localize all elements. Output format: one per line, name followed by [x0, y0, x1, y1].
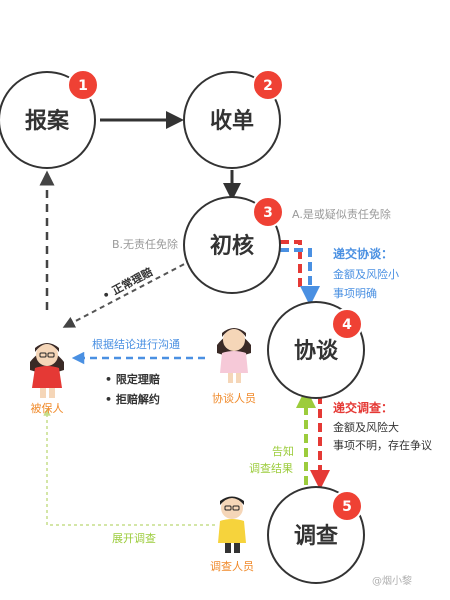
submit-investigation-line-1: 金额及风险大 [333, 420, 399, 434]
submit-negotiation-line-2: 事项明确 [333, 287, 377, 300]
node-receive: 收单 [183, 71, 281, 169]
svg-text:1: 1 [78, 78, 88, 94]
branch-a-label: A.是或疑似责任免除 [292, 207, 391, 221]
svg-text:4: 4 [342, 317, 352, 333]
node-receive-label: 收单 [210, 108, 254, 134]
svg-text:2: 2 [263, 78, 273, 94]
negotiator-person-icon [217, 328, 251, 383]
normal-claim-label: • 正常理赔 [100, 265, 155, 303]
investigator-person-icon [218, 496, 246, 553]
path-check-to-negotiation-blue [280, 248, 320, 306]
submit-investigation-line-2: 事项不明，存在争议 [333, 438, 432, 452]
inform-label-2: 调查结果 [249, 461, 293, 475]
negotiator-label: 协谈人员 [212, 391, 256, 405]
step-badge-1: 1 [67, 69, 99, 101]
node-negotiation-label: 协谈 [294, 339, 339, 364]
outcome-reject-claim: • 拒赔解约 [105, 392, 160, 406]
submit-negotiation-title: 递交协谈： [333, 246, 393, 261]
node-investigation-label: 调查 [294, 524, 338, 549]
node-report: 报案 [0, 71, 96, 169]
svg-text:3: 3 [263, 205, 273, 221]
insured-person-icon [30, 343, 64, 398]
node-check-label: 初核 [210, 233, 254, 259]
svg-text:5: 5 [342, 499, 352, 515]
start-investigation-label: 展开调查 [112, 531, 156, 545]
node-report-label: 报案 [25, 108, 70, 134]
submit-investigation-title: 递交调查： [333, 400, 393, 415]
insured-label: 被保人 [31, 401, 64, 415]
watermark-text: @烟小黎 [372, 574, 412, 587]
path-start-investigation [43, 408, 215, 526]
communicate-label: 根据结论进行沟通 [92, 337, 180, 351]
inform-label-1: 告知 [272, 444, 294, 458]
path-check-to-negotiation-red [280, 240, 302, 292]
branch-b-label: B.无责任免除 [112, 237, 178, 251]
investigator-label: 调查人员 [210, 559, 254, 573]
step-badge-4: 4 [331, 308, 363, 340]
step-badge-2: 2 [252, 69, 284, 101]
arrow-normal-claim [62, 259, 193, 328]
outcome-limited-claim: • 限定理赔 [105, 372, 160, 386]
step-badge-3: 3 [252, 196, 284, 228]
submit-negotiation-line-1: 金额及风险小 [333, 267, 399, 281]
step-badge-5: 5 [331, 490, 363, 522]
